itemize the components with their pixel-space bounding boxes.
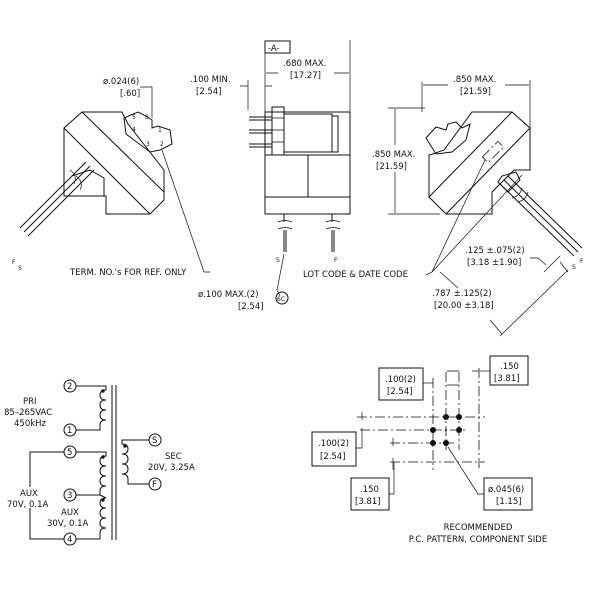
svg-text:[2.54]: [2.54] [238,302,264,312]
svg-text:S: S [276,257,280,264]
center-view: -A- .100 MIN. [2.54] .680 MAX. [17.27] S… [190,40,351,312]
dim-box-right [489,355,529,386]
svg-text:20V, 3.25A: 20V, 3.25A [148,463,195,473]
pin-board [425,121,471,155]
svg-text:ø.100 MAX.(2): ø.100 MAX.(2) [198,290,259,300]
svg-text:-A-: -A- [268,44,280,54]
svg-text:[2.54]: [2.54] [196,87,222,97]
svg-text:.680 MAX.: .680 MAX. [283,59,326,69]
pin-circles: 2 1 5 3 4 S F [63,379,162,546]
svg-text:[17.27]: [17.27] [290,71,321,81]
aux-winding-1 [76,451,107,496]
svg-text:1: 1 [158,127,162,134]
svg-text:[20.00 ±3.18]: [20.00 ±3.18] [434,301,494,311]
lead-exit [71,169,105,196]
core-body [63,111,165,215]
lot-code-label: LOT CODE & DATE CODE [303,270,408,280]
core-lines [111,385,117,540]
svg-text:.100(2): .100(2) [318,439,349,449]
svg-text:.150: .150 [360,485,379,495]
svg-text:5: 5 [67,448,72,458]
leads [499,175,583,257]
aux-winding-2 [76,494,107,540]
lot-code-area [481,140,505,164]
datum-box [264,40,291,54]
core-body [264,111,351,215]
svg-text:.850 MAX.: .850 MAX. [453,75,496,85]
svg-text:450kHz: 450kHz [14,419,47,429]
svg-text:F: F [334,257,338,264]
svg-text:S: S [572,264,576,271]
caption: RECOMMENDED [444,523,513,533]
left-view: 5 6 4 1 3 2 F S ø.024(6) [.60] TERM. NO.… [12,77,210,278]
svg-text:[1.15]: [1.15] [496,497,522,507]
svg-text:[21.59]: [21.59] [460,87,491,97]
term-note: TERM. NO.'s FOR REF. ONLY [69,268,187,278]
svg-text:5: 5 [132,114,136,121]
pad-holes [430,414,462,446]
primary-winding [76,385,107,431]
bobbin-flange [271,106,285,156]
centerlines-h [357,416,485,463]
svg-text:F: F [152,480,157,490]
svg-text:.100 MIN.: .100 MIN. [190,75,231,85]
pins [249,116,272,148]
svg-text:F: F [580,258,584,265]
dim-box-top [378,367,424,401]
core-edge [63,127,151,215]
svg-text:.850 MAX.: .850 MAX. [372,150,415,160]
caption: P.C. PATTERN, COMPONENT SIDE [409,535,547,545]
svg-text:[2.54]: [2.54] [387,387,413,397]
svg-text:30V, 0.1A: 30V, 0.1A [47,519,89,529]
svg-text:.125 ±.075(2): .125 ±.075(2) [465,246,525,256]
leads [19,161,95,237]
svg-text:[21.59]: [21.59] [376,162,407,172]
svg-text:2: 2 [67,382,72,392]
right-view: .850 MAX. [21.59] .850 MAX. [21.59] S F … [303,75,584,337]
svg-text:SEC: SEC [165,452,182,462]
svg-text:AUX: AUX [20,489,38,499]
pin-board [123,111,173,153]
dim-box-left [311,431,357,467]
leader [140,86,153,118]
dim-box-bottom [350,477,390,511]
svg-text:70V, 0.1A: 70V, 0.1A [7,500,49,510]
svg-text:85–265VAC: 85–265VAC [4,408,52,418]
svg-text:F: F [12,259,16,266]
svg-text:3: 3 [146,141,150,148]
term-numbers: 5 6 4 1 3 2 [132,114,164,148]
svg-text:2: 2 [160,141,164,148]
svg-text:4: 4 [67,535,72,545]
svg-text:[3.81]: [3.81] [355,497,381,507]
svg-text:PRI: PRI [23,397,37,407]
svg-text:.787 ±.125(2): .787 ±.125(2) [432,289,492,299]
svg-text:3: 3 [67,491,72,501]
svg-text:4: 4 [132,126,136,133]
svg-text:[3.81]: [3.81] [494,374,520,384]
svg-text:[.60]: [.60] [120,89,140,99]
svg-text:S: S [152,436,157,446]
svg-text:1: 1 [67,426,72,436]
pcb-pattern: .100(2) [2.54] .150 [3.81] .100(2) [2.54… [311,355,547,545]
svg-text:6C: 6C [277,296,285,303]
svg-text:AUX: AUX [61,508,79,518]
svg-text:.100(2): .100(2) [385,375,416,385]
leads [283,214,335,252]
svg-text:6: 6 [145,114,149,121]
schematic: 2 1 5 3 4 S F PRI 85–265VAC 450kHz AUX 7… [4,379,195,546]
svg-text:ø.045(6): ø.045(6) [488,485,524,495]
leader [161,149,210,273]
svg-text:[2.54]: [2.54] [320,452,346,462]
centerlines-v [432,368,480,470]
svg-text:ø.024(6): ø.024(6) [103,77,139,87]
callout-circle [275,291,289,305]
secondary-winding [121,439,149,485]
svg-text:.150: .150 [500,362,519,372]
svg-text:S: S [18,265,22,272]
svg-text:[3.18 ±1.90]: [3.18 ±1.90] [467,258,521,268]
